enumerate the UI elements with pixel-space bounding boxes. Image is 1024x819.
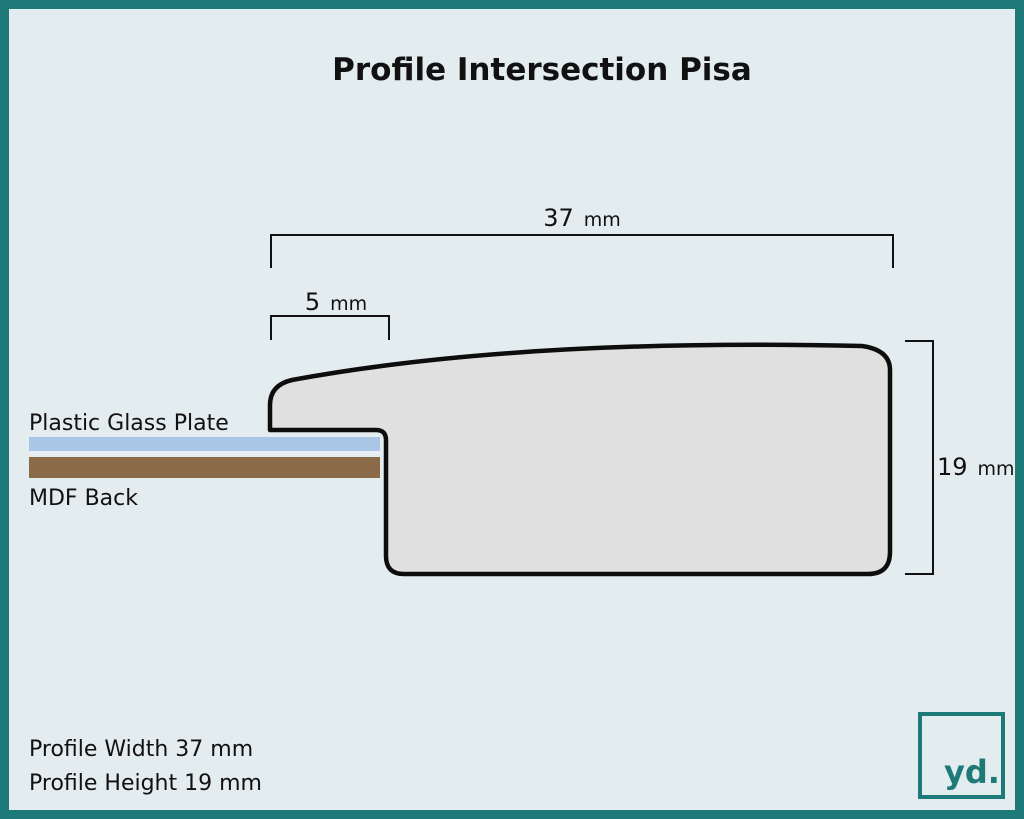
frame-profile	[267, 342, 893, 577]
height-dimension-bracket	[905, 340, 934, 575]
brand-logo: yd.	[918, 712, 1005, 799]
logo-border	[918, 712, 1005, 799]
height-dimension-label: 19 mm	[937, 453, 1015, 481]
rebate-dimension-bracket	[270, 315, 390, 340]
width-dimension-bracket	[270, 234, 894, 268]
width-dimension-label: 37 mm	[543, 204, 621, 232]
glass-plate	[29, 437, 380, 451]
width-dimension: 37 mm	[270, 204, 894, 268]
rebate-dimension-label: 5 mm	[305, 288, 367, 316]
page-title: Profile Intersection Pisa	[332, 52, 752, 88]
height-dimension: 19 mm	[905, 340, 1015, 575]
profile-width-spec: Profile Width 37 mm	[29, 737, 253, 762]
glass-gap	[29, 451, 380, 455]
mdf-back	[29, 457, 380, 478]
glass-plate-label: Plastic Glass Plate	[29, 411, 229, 436]
logo-text: yd.	[944, 753, 1000, 791]
profile-height-spec: Profile Height 19 mm	[29, 771, 262, 796]
mdf-back-label: MDF Back	[29, 486, 138, 511]
rebate-dimension: 5 mm	[270, 288, 390, 340]
